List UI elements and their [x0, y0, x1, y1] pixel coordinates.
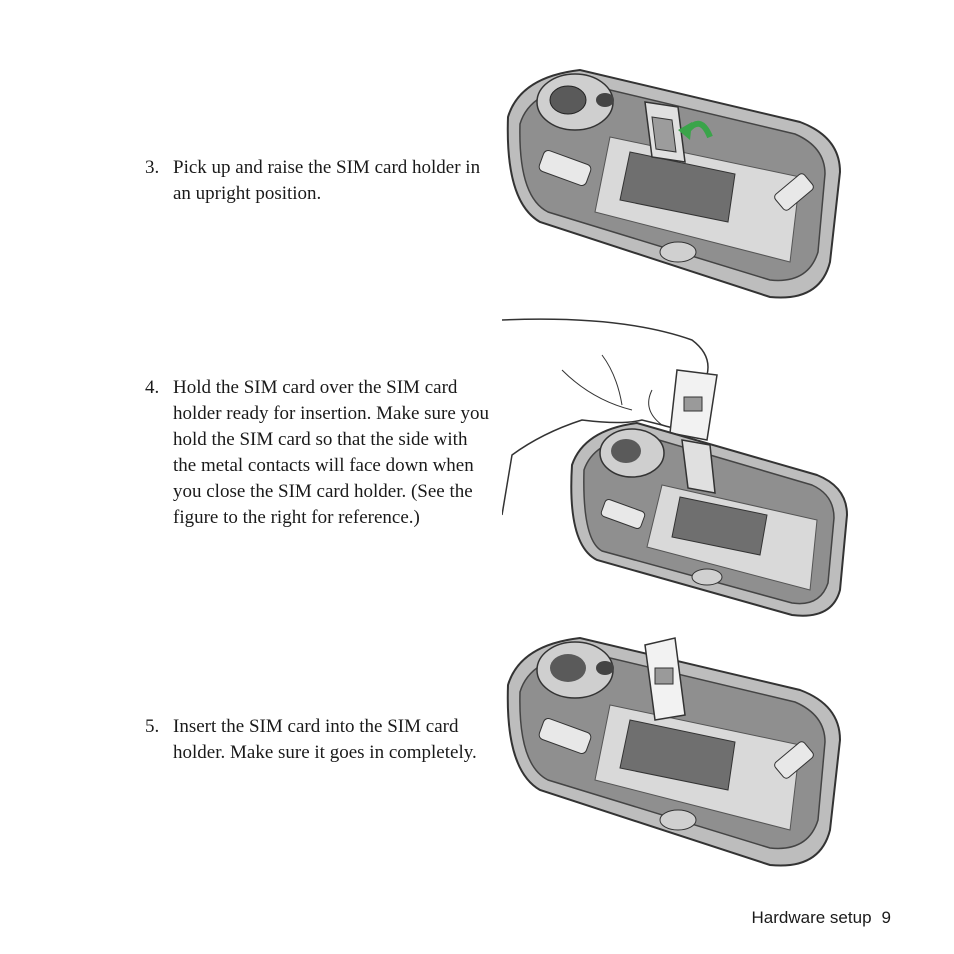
step-number: 3.: [145, 157, 160, 178]
step-5: 5. Insert the SIM card into the SIM card…: [145, 714, 495, 766]
sim-holder-upright: [644, 101, 686, 163]
step-text: Insert the SIM card into the SIM card ho…: [173, 716, 477, 763]
hand-icon: [502, 318, 709, 516]
raise-arrow-icon: [678, 120, 713, 140]
section-title: Hardware setup: [751, 908, 872, 927]
step-number: 5.: [145, 716, 160, 737]
hand-holding-sim-figure: [502, 318, 849, 617]
step-4: 4. Hold the SIM card over the SIM card h…: [145, 375, 495, 531]
port: [659, 809, 697, 831]
side-button: [600, 498, 646, 530]
port: [691, 568, 723, 586]
phone-holder-raised-figure: [506, 68, 842, 299]
camera-lens-icon: [536, 73, 614, 131]
sim-card-icon: [669, 369, 718, 441]
page-number: 9: [881, 908, 891, 927]
sim-holder-upright: [681, 439, 716, 494]
camera-lens-icon: [599, 428, 665, 478]
step-3: 3. Pick up and raise the SIM card holder…: [145, 155, 495, 207]
camera-lens-icon: [536, 641, 614, 699]
phone-body: [506, 636, 842, 867]
page-footer: Hardware setup 9: [752, 908, 891, 928]
latch: [774, 741, 814, 779]
step-number: 4.: [145, 377, 160, 398]
side-button: [538, 150, 592, 186]
step-text: Pick up and raise the SIM card holder in…: [173, 157, 481, 204]
sim-inserted-figure: [506, 636, 842, 867]
port: [659, 241, 697, 263]
sim-card-icon: [644, 637, 686, 721]
side-button: [538, 718, 592, 754]
latch: [774, 173, 814, 211]
step-text: Hold the SIM card over the SIM card hold…: [173, 377, 490, 528]
